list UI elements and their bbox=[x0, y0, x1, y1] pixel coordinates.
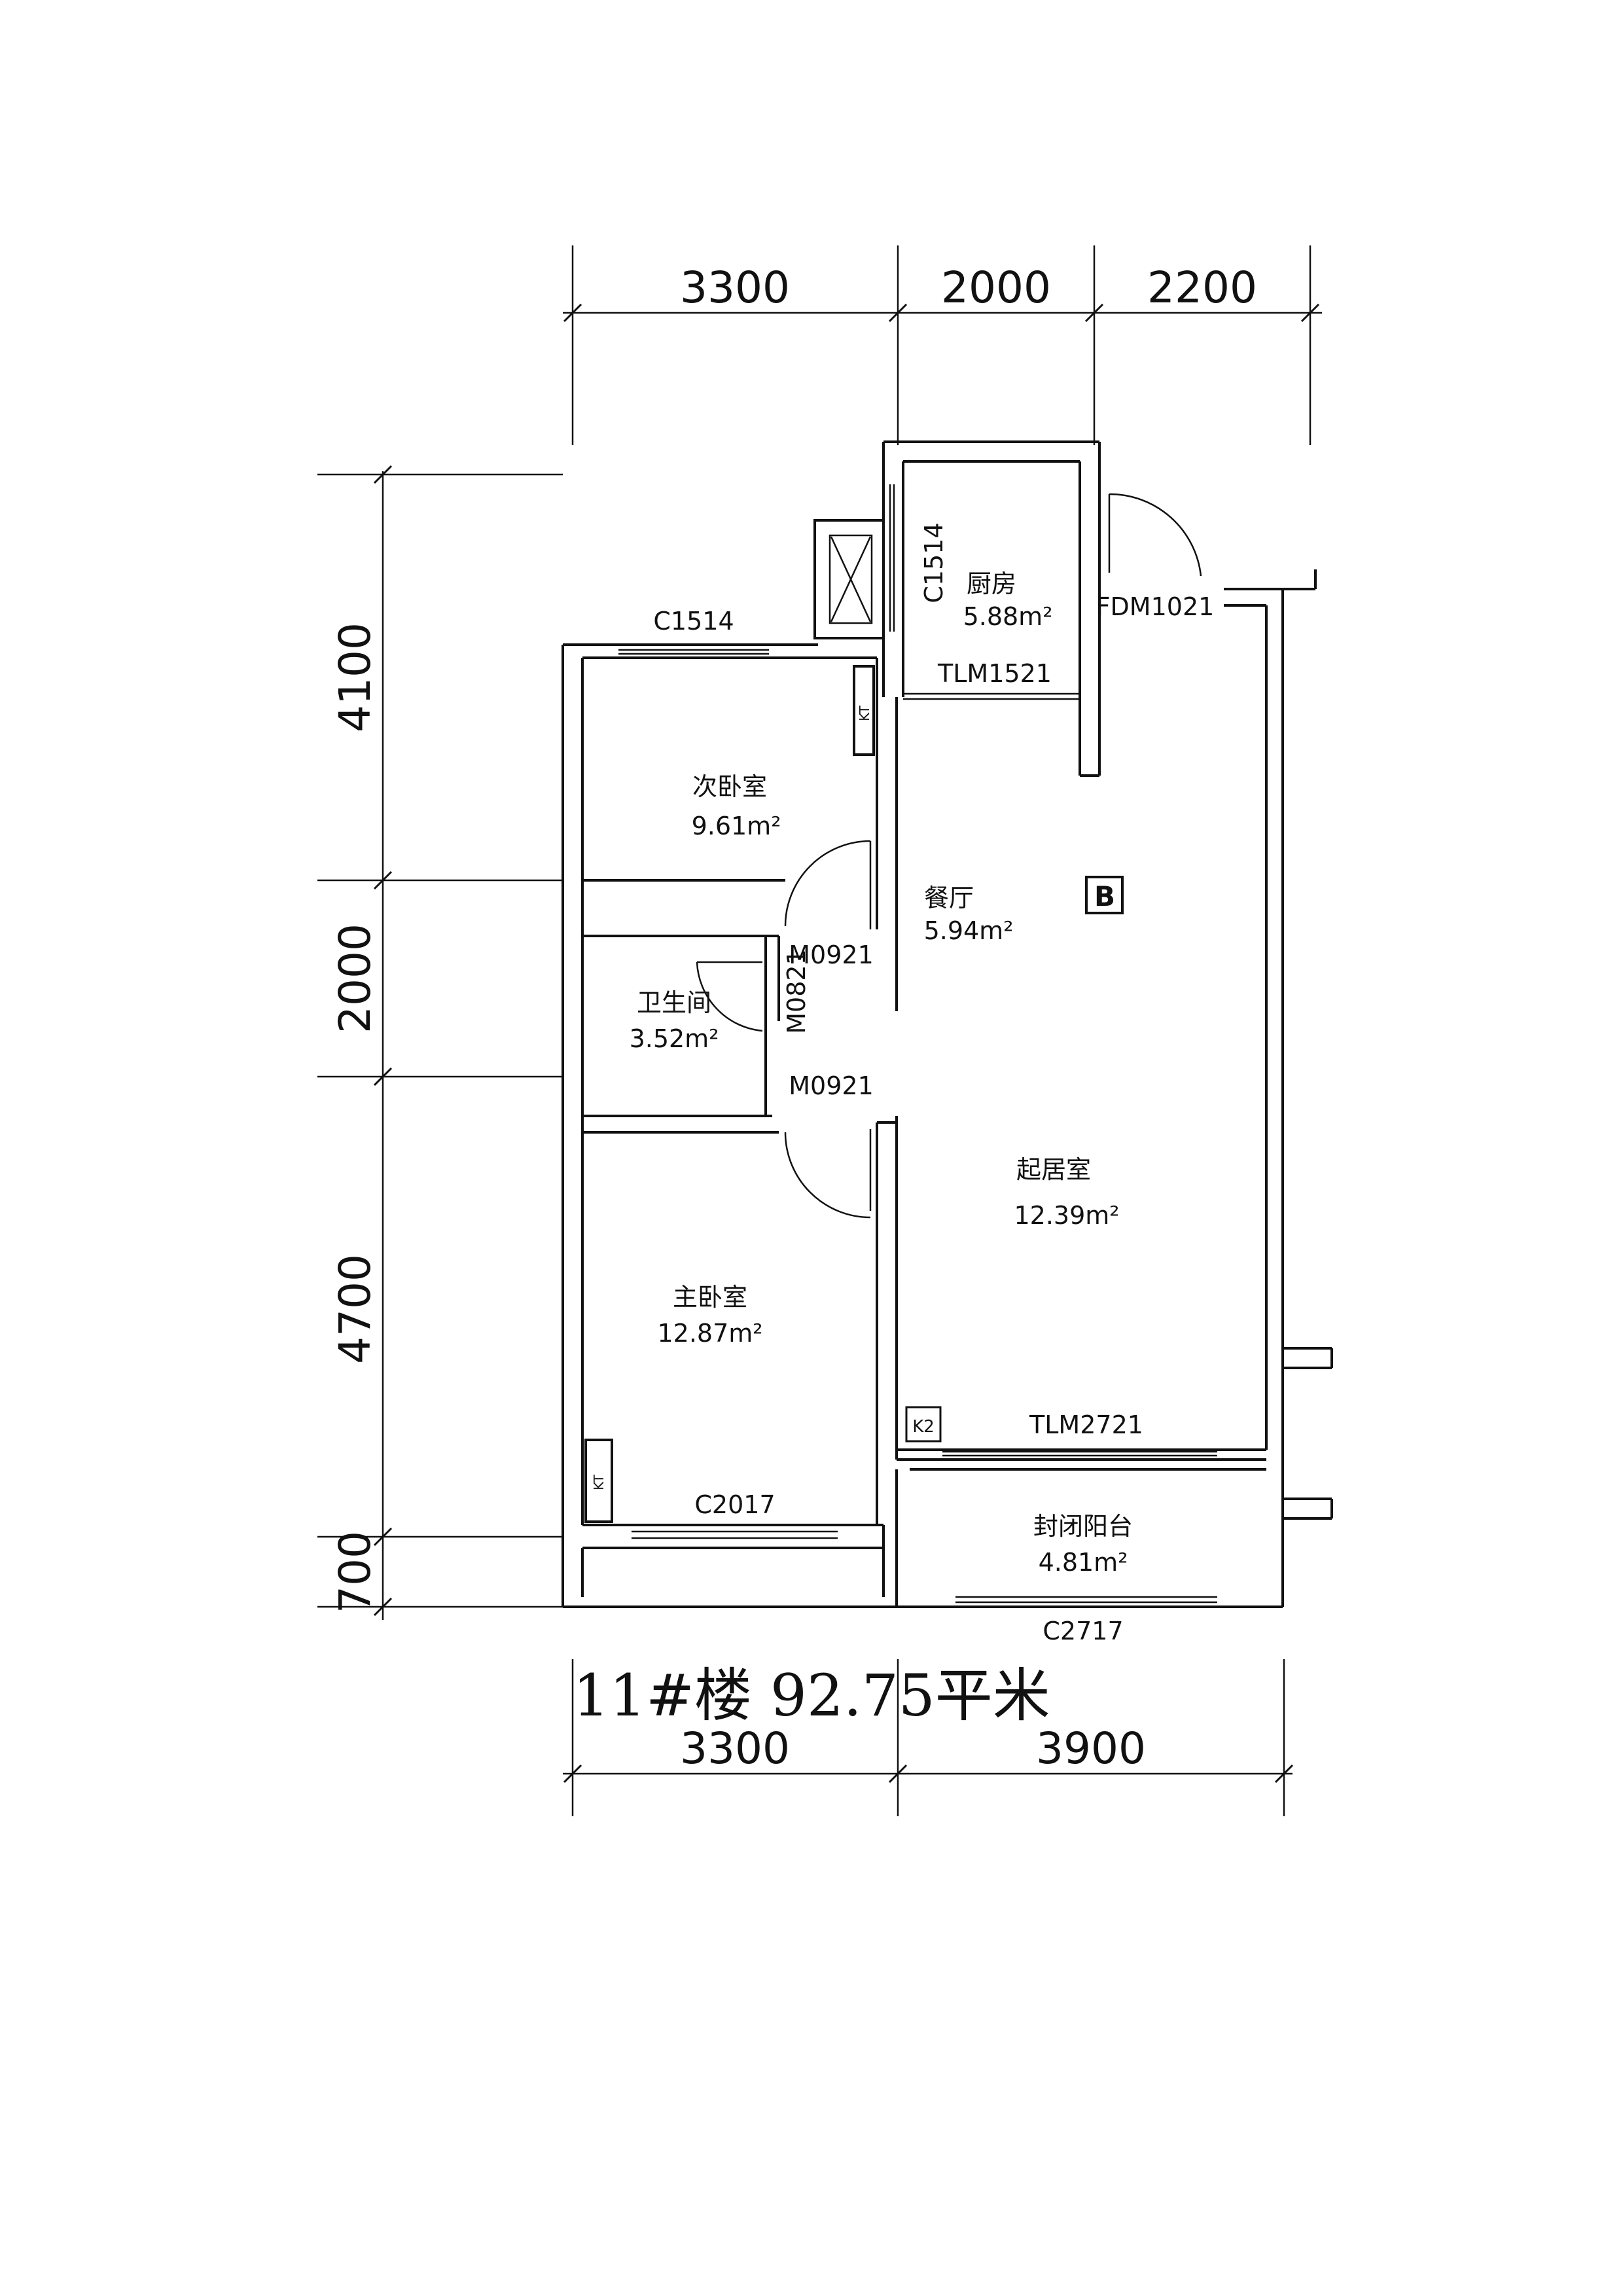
c2017-label: C2017 bbox=[694, 1490, 775, 1519]
tlm2721-label: TLM2721 bbox=[1029, 1410, 1143, 1439]
living-name: 起居室 bbox=[1016, 1155, 1091, 1184]
top-dim-1: 3300 bbox=[680, 262, 790, 313]
tlm1521-label: TLM1521 bbox=[937, 659, 1052, 688]
walls bbox=[562, 440, 1333, 1608]
second-bedroom-area: 9.61m² bbox=[692, 812, 781, 840]
master-bedroom-name: 主卧室 bbox=[673, 1283, 747, 1312]
dining-name: 餐厅 bbox=[924, 884, 974, 912]
top-dim-2: 2000 bbox=[941, 262, 1051, 313]
balcony-area: 4.81m² bbox=[1039, 1548, 1128, 1577]
m0921-upper-label: M0921 bbox=[789, 941, 874, 969]
doors bbox=[696, 493, 1202, 1219]
unit-tag: B bbox=[1094, 880, 1115, 912]
dining-area: 5.94m² bbox=[924, 916, 1014, 945]
m0921-lower-label: M0921 bbox=[789, 1071, 874, 1100]
bottom-dimension-chain: 3300 3900 bbox=[563, 1659, 1294, 1816]
vent-shaft bbox=[813, 519, 885, 639]
unit-tag-box bbox=[1085, 876, 1124, 914]
c2717-label: C2717 bbox=[1043, 1617, 1123, 1645]
bottom-dim-1: 3300 bbox=[680, 1723, 790, 1774]
kt-tag-lower: KT bbox=[591, 1474, 607, 1490]
second-bedroom-name: 次卧室 bbox=[692, 772, 767, 801]
top-dim-3: 2200 bbox=[1147, 262, 1257, 313]
kitchen-area: 5.88m² bbox=[963, 602, 1053, 631]
balcony-name: 封闭阳台 bbox=[1033, 1512, 1133, 1541]
fdm1021-label: FDM1021 bbox=[1096, 592, 1215, 621]
master-bedroom-area: 12.87m² bbox=[657, 1319, 762, 1348]
living-area: 12.39m² bbox=[1014, 1201, 1119, 1230]
left-dim-4: 700 bbox=[330, 1531, 380, 1613]
left-dim-2: 2000 bbox=[330, 924, 380, 1033]
opening-codes: C1514 C1514 TLM1521 FDM1021 M0921 M0821 … bbox=[653, 522, 1214, 1645]
bottom-dim-2: 3900 bbox=[1036, 1723, 1146, 1774]
c1514-top-label: C1514 bbox=[653, 607, 734, 636]
m0821-label: M0821 bbox=[782, 949, 811, 1034]
plan-caption: 11#楼 92.75平米 bbox=[573, 1662, 1050, 1729]
top-dimension-chain: 3300 2000 2200 bbox=[563, 245, 1322, 445]
c1514-vertical-label: C1514 bbox=[919, 522, 948, 603]
left-dim-3: 4700 bbox=[330, 1254, 380, 1364]
bathroom-name: 卫生间 bbox=[637, 988, 711, 1017]
bathroom-area: 3.52m² bbox=[630, 1024, 719, 1053]
kt-tag-upper: KT bbox=[857, 705, 872, 721]
left-dim-1: 4100 bbox=[330, 622, 380, 732]
left-dimension-chain: 4100 2000 4700 700 bbox=[317, 465, 563, 1620]
k2-tag-box bbox=[905, 1406, 942, 1443]
k2-tag: K2 bbox=[912, 1417, 935, 1437]
kitchen-name: 厨房 bbox=[967, 569, 1016, 598]
room-labels: 厨房 5.88m² 次卧室 9.61m² 餐厅 5.94m² 卫生间 3.52m… bbox=[630, 569, 1133, 1577]
